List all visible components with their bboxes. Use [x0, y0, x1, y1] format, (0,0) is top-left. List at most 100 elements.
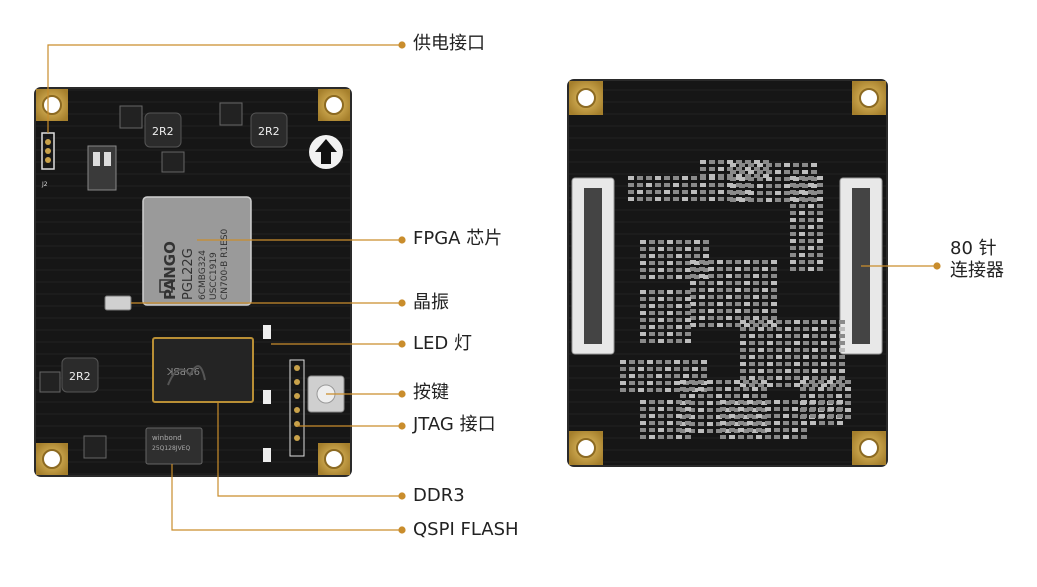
smd-component — [689, 380, 695, 384]
smd-component — [629, 360, 635, 364]
smd-component — [667, 261, 673, 265]
smd-component — [649, 290, 655, 294]
smd-component — [837, 407, 843, 411]
smd-component — [758, 369, 764, 373]
smd-component — [790, 260, 796, 264]
smd-component — [799, 204, 805, 208]
smd-component — [658, 261, 664, 265]
smd-component — [771, 267, 777, 271]
smd-component — [836, 394, 842, 398]
smd-component — [785, 383, 791, 387]
smd-component — [817, 190, 823, 194]
label-crystal: 晶振 — [413, 292, 449, 313]
smd-component — [810, 421, 816, 425]
smd-component — [673, 197, 679, 201]
smd-component — [761, 415, 767, 419]
smd-component — [839, 334, 845, 338]
svg-text:25Q128JVEQ: 25Q128JVEQ — [152, 445, 190, 452]
smd-component — [749, 376, 755, 380]
smd-component — [658, 428, 664, 432]
front-mount-pad-bl — [36, 443, 68, 475]
smd-component — [738, 421, 744, 425]
label-connector-text: 连接器 — [950, 260, 1004, 281]
smd-component — [735, 274, 741, 278]
smd-component — [708, 316, 714, 320]
smd-component — [775, 184, 781, 188]
smd-component — [638, 360, 644, 364]
smd-component — [725, 408, 731, 412]
smd-component — [649, 407, 655, 411]
smd-component — [647, 367, 653, 371]
smd-component — [649, 318, 655, 322]
smd-component — [707, 394, 713, 398]
smd-component — [756, 400, 762, 404]
smd-component — [701, 367, 707, 371]
back-mount-pad-tr — [852, 81, 886, 115]
smd-component — [664, 183, 670, 187]
smd-component — [725, 387, 731, 391]
smd-component — [649, 325, 655, 329]
smd-component — [790, 218, 796, 222]
smd-component — [726, 274, 732, 278]
smd-component — [790, 239, 796, 243]
jtag-header — [289, 359, 305, 457]
smd-component — [707, 422, 713, 426]
smd-component — [767, 376, 773, 380]
smd-component — [674, 388, 680, 392]
smd-component — [707, 415, 713, 419]
smd-component — [658, 297, 664, 301]
smd-component — [749, 362, 755, 366]
smd-component — [762, 260, 768, 264]
smd-component — [758, 362, 764, 366]
smd-component — [775, 191, 781, 195]
smd-component — [839, 362, 845, 366]
smd-component — [758, 341, 764, 345]
smd-component — [708, 309, 714, 313]
smd-component — [803, 355, 809, 359]
smd-component — [717, 288, 723, 292]
smd-component — [785, 334, 791, 338]
smd-component — [699, 302, 705, 306]
silk-j2: J2 — [41, 181, 48, 188]
smd-component — [680, 415, 686, 419]
smd-component — [730, 170, 736, 174]
smd-component — [735, 288, 741, 292]
smd-component — [717, 281, 723, 285]
smd-component — [774, 414, 780, 418]
smd-component — [812, 369, 818, 373]
smd-component — [817, 253, 823, 257]
smd-component — [726, 323, 732, 327]
smd-component — [802, 170, 808, 174]
smd-component — [720, 414, 726, 418]
svg-text:2R2: 2R2 — [152, 125, 174, 138]
smd-component — [698, 408, 704, 412]
smd-component — [699, 281, 705, 285]
smd-component — [730, 184, 736, 188]
smd-component — [817, 260, 823, 264]
smd-component — [703, 247, 709, 251]
smd-component — [810, 407, 816, 411]
smd-component — [656, 374, 662, 378]
smd-component — [752, 401, 758, 405]
smd-component — [771, 302, 777, 306]
smd-component — [763, 174, 769, 178]
smd-component — [762, 309, 768, 313]
back-board — [567, 79, 888, 467]
smd-component — [726, 302, 732, 306]
qspi-flash-chip: winbond 25Q128JVEQ — [145, 427, 203, 465]
smd-component — [637, 190, 643, 194]
smd-component — [691, 176, 697, 180]
smd-component — [753, 309, 759, 313]
smd-component — [839, 355, 845, 359]
smd-component — [749, 369, 755, 373]
led — [263, 325, 271, 339]
smd-component — [649, 297, 655, 301]
front-mount-pad-br — [318, 443, 350, 475]
smd-component — [685, 311, 691, 315]
smd-component — [709, 167, 715, 171]
smd-component — [628, 190, 634, 194]
smd-component — [699, 274, 705, 278]
smd-component — [790, 183, 796, 187]
smd-component — [830, 348, 836, 352]
smd-component — [808, 176, 814, 180]
